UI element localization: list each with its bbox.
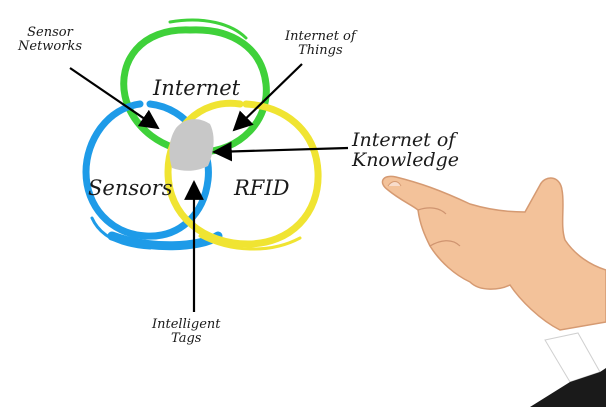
label-line: Sensor xyxy=(27,25,73,40)
label-line: Knowledge xyxy=(352,148,460,171)
label-intelligent-tags: Intelligent Tags xyxy=(152,318,221,345)
suit-sleeve xyxy=(530,368,606,407)
fingernail xyxy=(387,181,402,187)
label-line: Internet of xyxy=(352,129,456,151)
hand-shape xyxy=(381,175,606,331)
circle-label-sensors: Sensors xyxy=(88,176,173,200)
shirt-cuff xyxy=(544,332,601,383)
label-internet-of-things: Internet of Things xyxy=(285,30,356,57)
label-internet-of-knowledge: Internet of Knowledge xyxy=(352,129,460,171)
arrows xyxy=(69,63,349,312)
center-intersection xyxy=(169,119,214,171)
pointing-hand xyxy=(381,175,606,407)
arrow-internet-of-knowledge xyxy=(212,141,349,162)
label-sensor-networks: Sensor Networks xyxy=(18,26,82,53)
label-line: Tags xyxy=(171,330,202,346)
circle-label-internet: Internet xyxy=(153,76,241,100)
label-line: Things xyxy=(298,42,343,58)
arrow-sensor-networks xyxy=(69,67,160,130)
finger-crease xyxy=(429,240,461,247)
arrow-internet-of-things xyxy=(232,63,303,132)
label-line: Internet of xyxy=(285,29,356,44)
finger-crease xyxy=(417,207,447,215)
circle-label-rfid: RFID xyxy=(234,176,290,200)
label-line: Networks xyxy=(18,38,83,54)
label-line: Intelligent xyxy=(152,317,221,332)
